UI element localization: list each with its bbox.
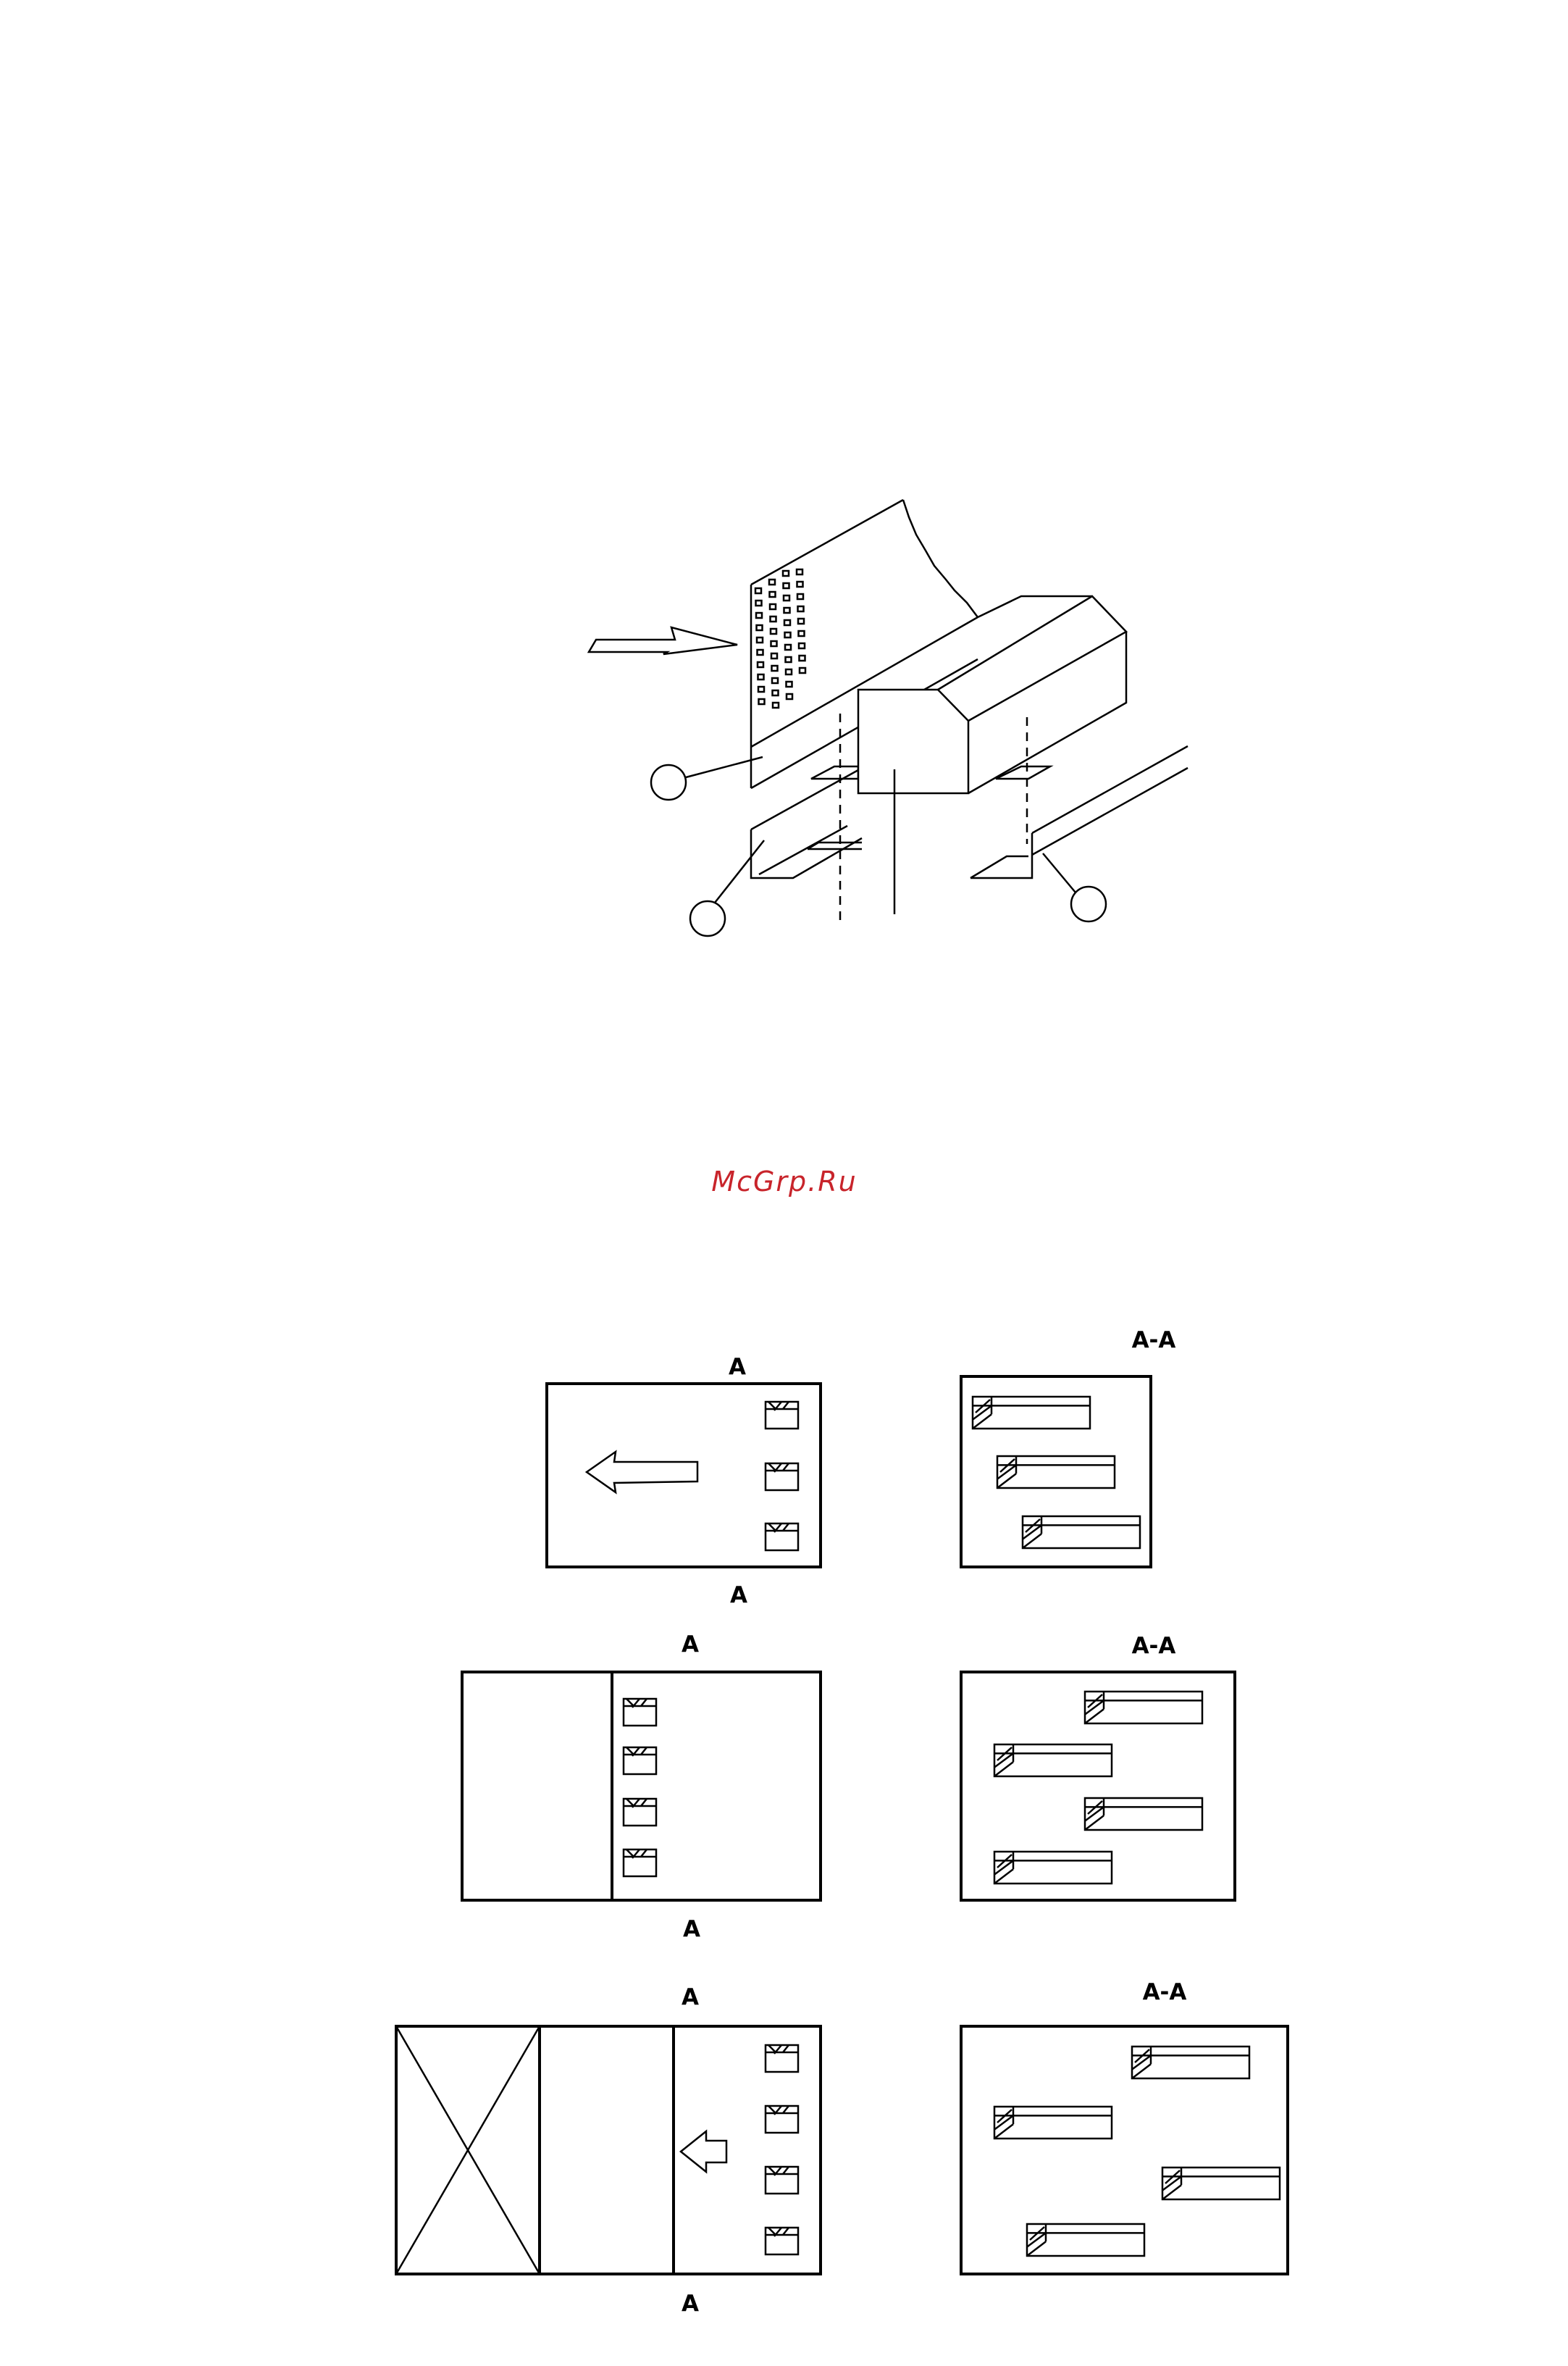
view-top-label: A <box>729 1354 746 1380</box>
view-row-3: A A A-A <box>396 1979 1288 2317</box>
card-hole <box>770 604 776 609</box>
card-hole <box>772 666 778 671</box>
arrow-left-icon <box>587 1452 697 1492</box>
card-hole <box>771 616 776 622</box>
card-hole <box>784 608 790 613</box>
card-hole <box>797 582 803 587</box>
card-hole <box>758 650 763 655</box>
isometric-assembly <box>589 500 1188 936</box>
card-hole <box>798 619 804 624</box>
card-hole <box>784 620 790 625</box>
card-slot-icon <box>624 1849 656 1876</box>
card-section <box>994 1852 1112 1884</box>
card-hole <box>771 641 777 646</box>
front-view-frame <box>396 2026 821 2274</box>
card-hole <box>797 594 803 599</box>
card-hole <box>758 662 763 667</box>
view-row-1: A A A-A <box>547 1327 1175 1608</box>
card-slot-icon <box>766 1402 798 1429</box>
card-slot-icon <box>766 2045 798 2072</box>
section-label: A-A <box>1132 1633 1176 1659</box>
card-hole <box>756 601 762 606</box>
card-hole <box>786 657 792 662</box>
card-hole <box>770 592 776 597</box>
card-hole <box>785 645 791 650</box>
card-section <box>1162 2168 1280 2199</box>
card-holes <box>755 569 805 708</box>
card-hole <box>799 643 805 648</box>
card-slot-icon <box>766 1523 798 1550</box>
view-top-label: A <box>682 1984 699 2010</box>
card-slot-icon <box>766 2106 798 2133</box>
view-bottom-label: A <box>682 2291 699 2317</box>
card-hole <box>755 588 761 593</box>
view-bottom-label: A <box>730 1582 747 1608</box>
watermark: McGrp.Ru <box>711 1166 857 1197</box>
card-hole <box>759 699 765 704</box>
card-section <box>1132 2047 1249 2078</box>
card-hole <box>799 631 805 636</box>
card-hole <box>800 668 805 673</box>
card-hole <box>769 580 775 585</box>
card-hole <box>783 571 789 576</box>
card-section <box>994 1744 1112 1776</box>
card-hole <box>797 569 802 574</box>
card-section <box>1027 2224 1144 2256</box>
view-top-label: A <box>682 1631 699 1658</box>
card-hole <box>773 690 779 695</box>
card-hole <box>787 682 792 687</box>
card-slot-icon <box>766 2167 798 2194</box>
section-label: A-A <box>1132 1327 1176 1353</box>
card-hole <box>757 625 763 630</box>
card-hole <box>785 632 791 638</box>
rail-assembly <box>751 746 1188 878</box>
callout-circle-icon <box>1043 853 1106 921</box>
section-view-frame <box>961 1672 1235 1900</box>
card-hole <box>771 629 776 634</box>
view-bottom-label: A <box>683 1916 700 1942</box>
card-slot-icon <box>766 1463 798 1490</box>
card-hole <box>784 583 789 588</box>
reader-housing <box>858 596 1126 914</box>
card-hole <box>756 613 762 618</box>
card-hole <box>758 687 764 692</box>
arrow-right-icon <box>589 627 737 654</box>
card-section <box>994 2107 1112 2139</box>
arrow-left-icon <box>681 2131 726 2172</box>
card-slot-icon <box>624 1699 656 1726</box>
card-hole <box>757 638 763 643</box>
cross-box-icon <box>396 2026 540 2274</box>
card-hole <box>758 674 764 680</box>
card-hole <box>798 606 804 611</box>
section-label: A-A <box>1143 1979 1187 2005</box>
card-slot-icon <box>624 1799 656 1826</box>
card-slot-icon <box>624 1747 656 1774</box>
callout-circle-icon <box>651 757 763 800</box>
card-hole <box>786 669 792 674</box>
card-hole <box>800 656 805 661</box>
card-section <box>1023 1516 1140 1548</box>
card-section <box>973 1397 1090 1429</box>
callout-circle-icon <box>690 840 764 936</box>
card-hole <box>772 678 778 683</box>
section-view-frame <box>961 2026 1288 2274</box>
card-section <box>1085 1798 1202 1830</box>
view-row-2: A A A-A <box>462 1631 1235 1942</box>
card-hole <box>773 703 779 708</box>
card-slot-icon <box>766 2228 798 2254</box>
card-hole <box>771 653 777 659</box>
card-hole <box>787 694 792 699</box>
card-hole <box>784 595 789 601</box>
card-section <box>1085 1692 1202 1723</box>
card-section <box>997 1456 1115 1488</box>
